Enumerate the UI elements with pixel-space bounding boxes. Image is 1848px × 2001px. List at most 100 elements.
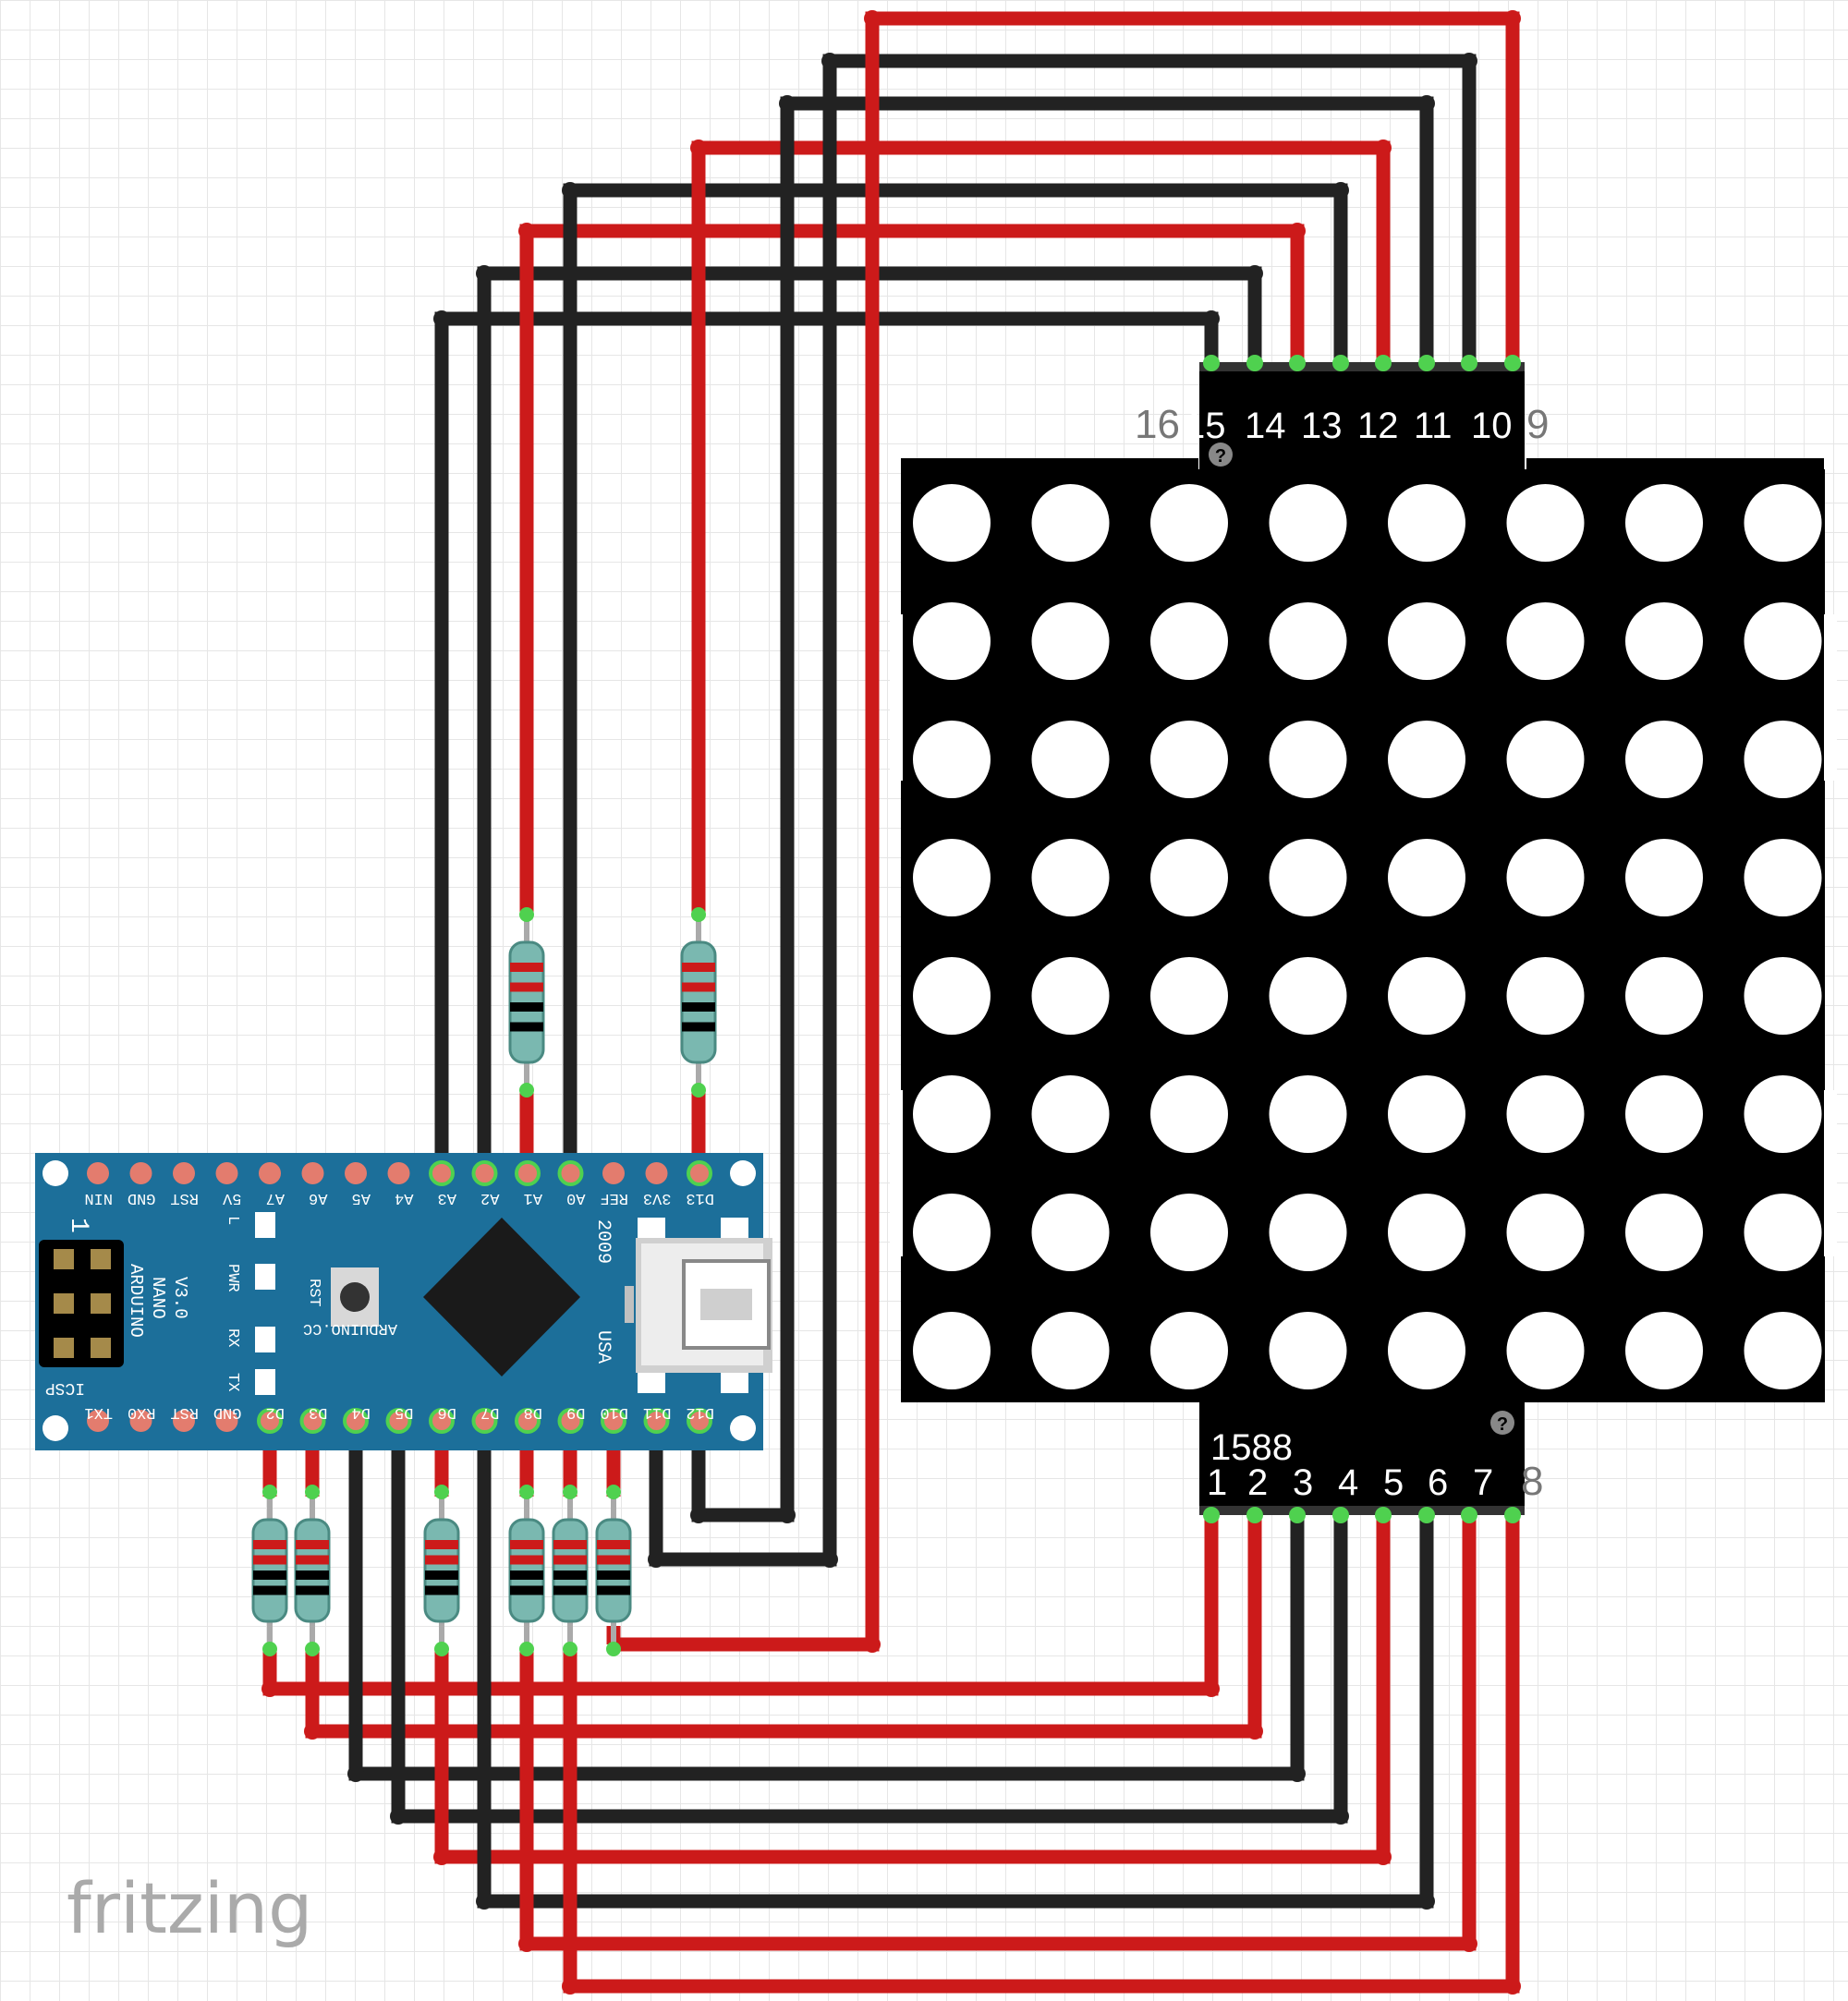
header-pin[interactable] (473, 1410, 496, 1432)
matrix-pin[interactable] (1332, 1507, 1349, 1523)
wire-d3-pin2[interactable] (305, 1515, 1262, 1739)
header-pin-label: A1 (524, 1189, 542, 1207)
resistor-end (262, 1642, 277, 1656)
matrix-pin-number: 2 (1247, 1462, 1268, 1503)
resistor-band (682, 1002, 715, 1012)
info-icon[interactable]: ? (1209, 443, 1233, 467)
header-pin[interactable] (473, 1162, 496, 1184)
header-pin[interactable] (345, 1162, 367, 1184)
matrix-pin[interactable] (1289, 355, 1306, 371)
resistor[interactable] (508, 907, 545, 1098)
resistor[interactable] (552, 1485, 589, 1656)
wire-a0-pin13[interactable] (563, 183, 1348, 1166)
matrix-pin[interactable] (1246, 1507, 1263, 1523)
wire-d2-pin1[interactable] (262, 1515, 1219, 1696)
resistor[interactable] (680, 907, 717, 1098)
mount-hole (730, 1415, 756, 1441)
wire-d12-pin11[interactable] (691, 96, 1434, 1522)
header-pin[interactable] (602, 1162, 625, 1184)
header-pin[interactable] (129, 1410, 152, 1432)
matrix-pin-number: 5 (1383, 1462, 1404, 1503)
matrix-led (1031, 1312, 1110, 1389)
matrix-pin[interactable] (1203, 1507, 1220, 1523)
icsp-header[interactable] (39, 1240, 124, 1367)
matrix-pin[interactable] (1461, 355, 1477, 371)
matrix-led (1388, 484, 1465, 562)
matrix-led (1744, 957, 1822, 1035)
resistors (251, 907, 717, 1656)
header-pin[interactable] (602, 1410, 625, 1432)
header-pin-connected (601, 1408, 626, 1434)
resistor[interactable] (251, 1485, 288, 1656)
wire-d7-pin6[interactable] (477, 1421, 1434, 1909)
matrix-pin[interactable] (1504, 1507, 1521, 1523)
header-pin[interactable] (645, 1410, 668, 1432)
header-pin[interactable] (129, 1162, 152, 1184)
resistor-end (519, 1485, 534, 1499)
resistor[interactable] (595, 1485, 632, 1656)
resistor[interactable] (508, 1485, 545, 1656)
matrix-pin[interactable] (1203, 355, 1220, 371)
header-pin-connected (343, 1408, 369, 1434)
header-pin[interactable] (387, 1162, 410, 1184)
wire-d5-pin4[interactable] (391, 1421, 1348, 1824)
header-pin[interactable] (215, 1162, 238, 1184)
matrix-led (913, 1312, 991, 1389)
header-pin[interactable] (559, 1162, 582, 1184)
wire-d11-pin10[interactable] (649, 54, 1477, 1567)
wire-d8-pin7[interactable] (519, 1515, 1477, 1951)
info-icon[interactable]: ? (1490, 1411, 1514, 1435)
matrix-pin[interactable] (1375, 355, 1392, 371)
header-pin[interactable] (517, 1162, 539, 1184)
header-pin[interactable] (87, 1162, 109, 1184)
icsp-pin1-label: 1 (64, 1218, 92, 1233)
header-pin[interactable] (173, 1162, 195, 1184)
matrix-led (1031, 602, 1110, 680)
wire-d9-pin8[interactable] (563, 1515, 1520, 1994)
matrix-pin[interactable] (1418, 1507, 1435, 1523)
header-pin[interactable] (87, 1410, 109, 1432)
header-pin[interactable] (688, 1162, 711, 1184)
matrix-pin[interactable] (1375, 1507, 1392, 1523)
resistor-band (510, 1555, 543, 1565)
matrix-pin[interactable] (1289, 1507, 1306, 1523)
header-pin[interactable] (431, 1162, 453, 1184)
matrix-pin[interactable] (1332, 355, 1349, 371)
matrix-led (1150, 1312, 1228, 1389)
resistor[interactable] (294, 1485, 331, 1656)
header-pin[interactable] (688, 1410, 711, 1432)
header-pin[interactable] (259, 1162, 281, 1184)
header-pin[interactable] (645, 1162, 668, 1184)
header-pin[interactable] (301, 1162, 324, 1184)
wire-d13-pin12[interactable] (691, 140, 1391, 915)
resistor-band (296, 1570, 329, 1580)
header-pin[interactable] (301, 1410, 324, 1432)
header-pin[interactable] (387, 1410, 410, 1432)
header-pin[interactable] (559, 1410, 582, 1432)
matrix-pin[interactable] (1246, 355, 1263, 371)
header-pin[interactable] (173, 1410, 195, 1432)
wire-d6-pin5[interactable] (434, 1515, 1391, 1864)
header-pin-connected (515, 1408, 541, 1434)
matrix-pin[interactable] (1504, 355, 1521, 371)
header-pin[interactable] (259, 1410, 281, 1432)
wire-a1-pin14[interactable] (519, 224, 1305, 915)
header-pin[interactable] (215, 1410, 238, 1432)
header-pin-label: D7 (480, 1403, 499, 1421)
matrix-pin[interactable] (1418, 355, 1435, 371)
resistor[interactable] (423, 1485, 460, 1656)
reset-button[interactable] (331, 1267, 379, 1327)
header-pin[interactable] (431, 1410, 453, 1432)
usb-port[interactable] (625, 1218, 772, 1393)
matrix-led (913, 1075, 991, 1153)
header-pin[interactable] (517, 1410, 539, 1432)
wire-d4-pin3[interactable] (348, 1421, 1305, 1781)
matrix-led (1625, 721, 1703, 798)
resistor-band (510, 1585, 543, 1595)
matrix-pin[interactable] (1461, 1507, 1477, 1523)
matrix-led (1031, 1075, 1110, 1153)
header-pin[interactable] (345, 1410, 367, 1432)
